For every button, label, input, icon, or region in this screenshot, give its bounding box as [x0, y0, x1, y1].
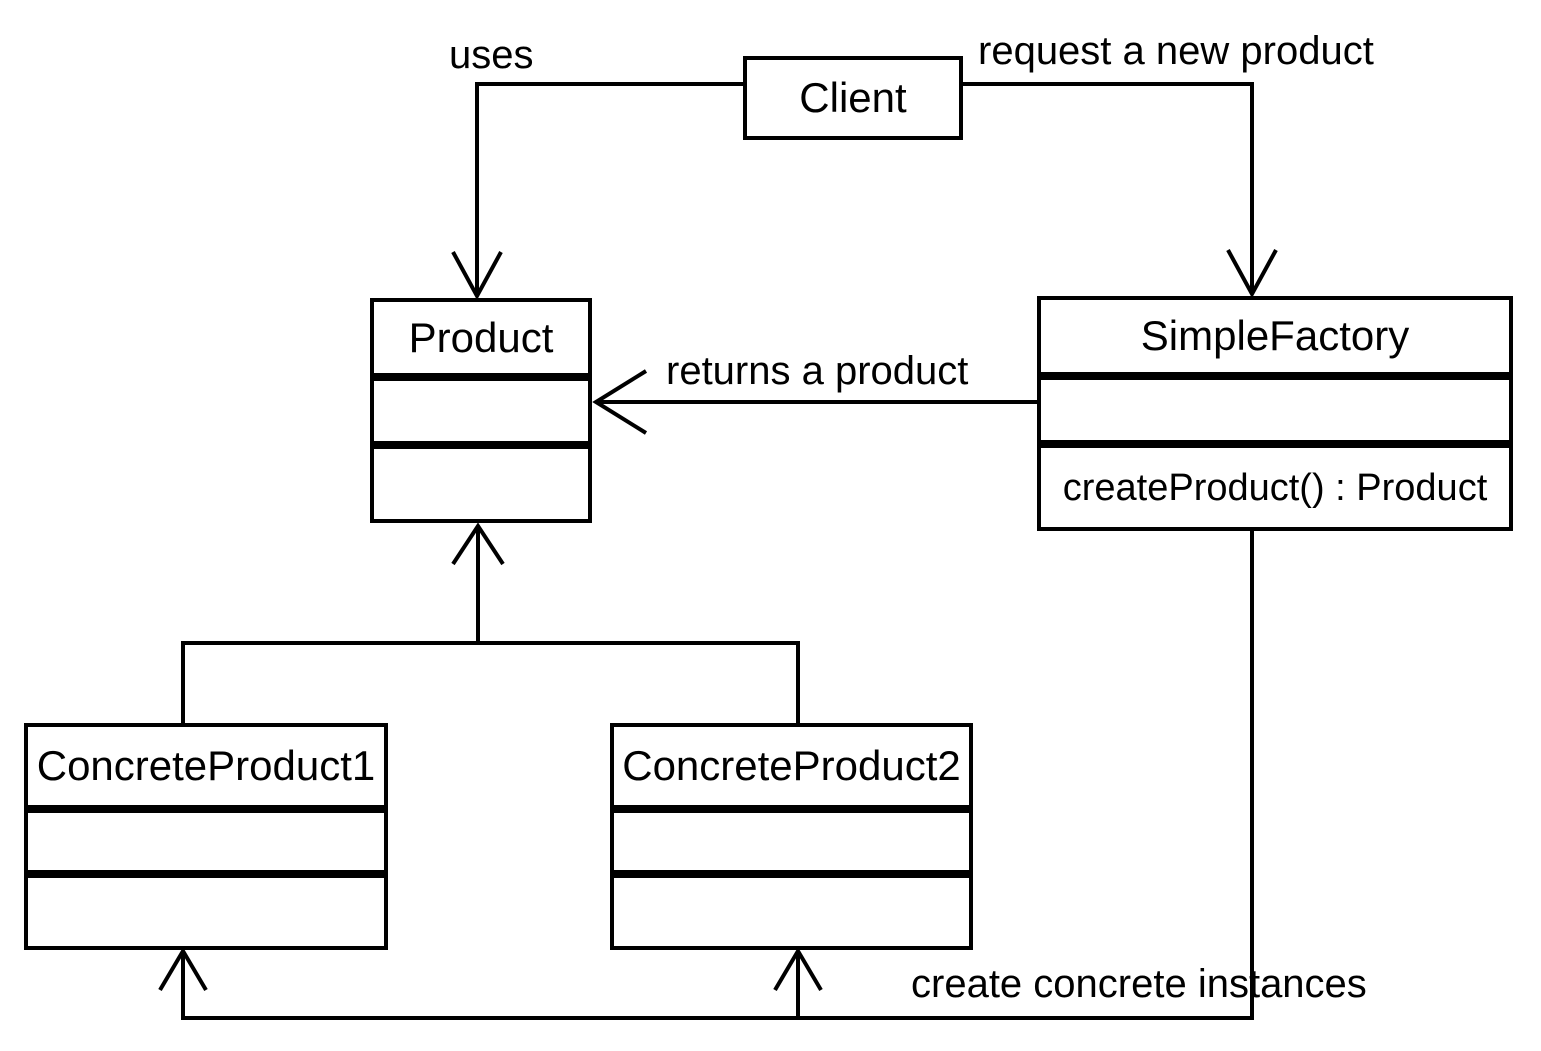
uses-arrowhead-icon — [451, 251, 503, 301]
class-box-concrete-product2: ConcreteProduct2 — [610, 723, 973, 950]
class-name-product: Product — [408, 313, 554, 361]
class-box-concrete-product1: ConcreteProduct1 — [24, 723, 388, 950]
compartment-divider — [28, 805, 384, 813]
class-box-product: Product — [370, 298, 592, 523]
uses-label: uses — [449, 33, 534, 77]
creates-arrowhead1-icon — [158, 947, 208, 992]
class-name-client: Client — [799, 74, 907, 121]
class-box-client: Client — [743, 56, 963, 140]
request-label: request a new product — [978, 29, 1374, 73]
inheritance-arrowhead-icon — [451, 522, 505, 566]
attributes-compartment-simple-factory — [1041, 380, 1509, 440]
compartment-divider — [374, 373, 588, 381]
attributes-compartment-concrete-product2 — [614, 813, 969, 870]
class-name-simple-factory: SimpleFactory — [1140, 312, 1410, 359]
creates-arrowhead2-icon — [773, 947, 823, 992]
returns-label: returns a product — [666, 349, 969, 393]
compartment-divider — [614, 870, 969, 878]
attributes-compartment-product — [374, 381, 588, 441]
operations-compartment-concrete-product2 — [614, 878, 969, 946]
method-label-create-product: createProduct() : Product — [1062, 466, 1488, 509]
returns-arrowhead-icon — [592, 369, 648, 435]
inheritance-connector-branches — [181, 641, 800, 723]
compartment-divider — [1041, 372, 1509, 380]
class-box-simple-factory: SimpleFactory createProduct() : Product — [1037, 296, 1513, 531]
class-name-concrete-product2: ConcreteProduct2 — [622, 742, 961, 789]
request-connector — [963, 82, 1254, 292]
create-label: create concrete instances — [911, 962, 1367, 1006]
class-name-concrete-product1: ConcreteProduct1 — [36, 742, 376, 789]
compartment-divider — [614, 805, 969, 813]
compartment-divider — [1041, 440, 1509, 448]
operations-compartment-simple-factory: createProduct() : Product — [1041, 448, 1509, 527]
request-arrowhead-icon — [1226, 249, 1278, 299]
uses-connector — [475, 82, 743, 294]
operations-compartment-concrete-product1 — [28, 878, 384, 946]
operations-compartment-product — [374, 449, 588, 519]
compartment-divider — [28, 870, 384, 878]
attributes-compartment-concrete-product1 — [28, 813, 384, 870]
creates-connector — [181, 529, 1254, 1020]
compartment-divider — [374, 441, 588, 449]
